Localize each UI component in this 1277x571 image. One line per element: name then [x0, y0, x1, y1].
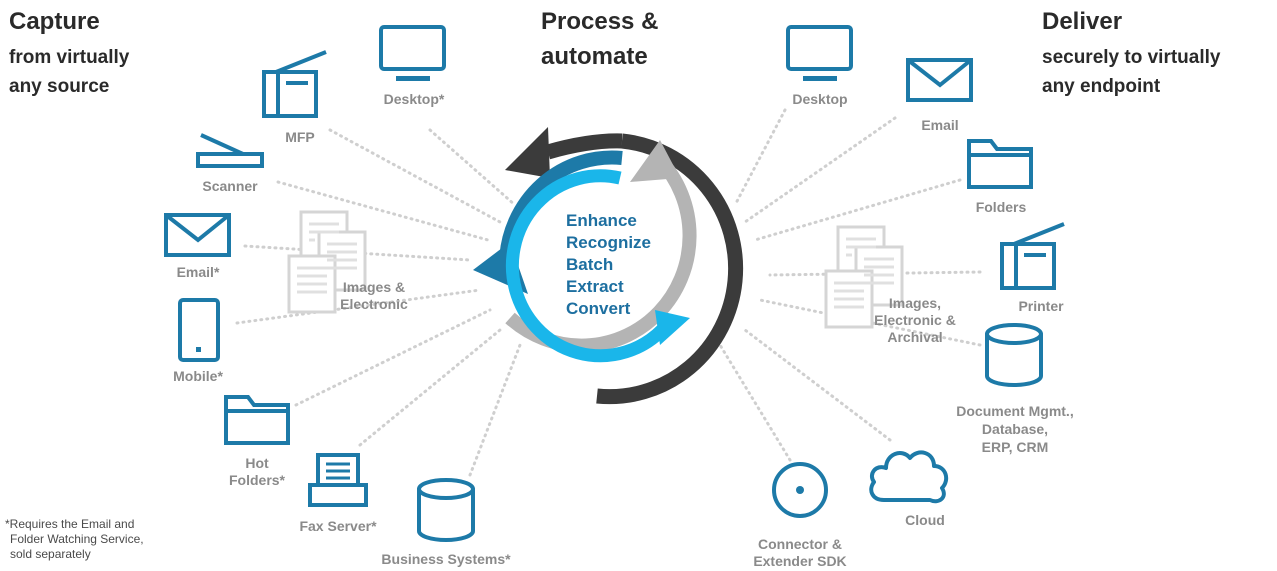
label-images-archival-line3: Archival	[887, 329, 943, 345]
label-images-electronic-line2: Electronic	[340, 296, 408, 312]
folder-icon	[967, 139, 1033, 189]
ring-blue	[499, 150, 623, 263]
label-email-deliver: Email	[921, 117, 959, 133]
center-item-recognize: Recognize	[566, 233, 652, 252]
database-icon	[985, 323, 1043, 387]
label-docmgmt-line3: ERP, CRM	[981, 439, 1049, 455]
label-docmgmt-line1: Document Mgmt.,	[956, 403, 1074, 419]
ring-light-blue	[505, 169, 667, 363]
scanner-icon	[196, 133, 264, 168]
connector-cloud	[743, 328, 892, 442]
fax-icon	[308, 453, 368, 507]
label-hot-folders-line2: Folders*	[228, 472, 285, 488]
label-fax-server: Fax Server*	[299, 518, 377, 534]
ring-dark-outer	[596, 133, 744, 405]
label-folders: Folders	[975, 199, 1027, 215]
label-images-archival-line1: Images,	[888, 295, 942, 311]
label-mfp: MFP	[285, 129, 315, 145]
deliver-title: Deliver	[1042, 8, 1123, 35]
label-hot-folders-line1: Hot	[245, 455, 269, 471]
arrow-head-light-blue	[655, 310, 690, 345]
label-scanner: Scanner	[202, 178, 258, 194]
center-item-convert: Convert	[566, 299, 631, 318]
capture-subtitle-line1: from virtually	[9, 47, 130, 68]
label-images-electronic-line1: Images &	[342, 279, 406, 295]
process-title-line2: automate	[541, 43, 648, 70]
connector-business	[468, 343, 522, 477]
center-item-enhance: Enhance	[566, 211, 637, 230]
documents-icon	[287, 210, 367, 314]
printer-icon	[1000, 222, 1065, 290]
label-images-archival-line2: Electronic &	[874, 312, 956, 328]
connector-email-right	[743, 116, 897, 224]
tablet-icon	[178, 298, 220, 362]
label-printer: Printer	[1018, 298, 1064, 314]
desktop-icon	[786, 25, 853, 81]
label-mobile: Mobile*	[173, 368, 223, 384]
capture-title: Capture	[9, 8, 100, 35]
footnote-line2: Folder Watching Service,	[10, 532, 144, 546]
label-docmgmt-line2: Database,	[981, 421, 1049, 437]
disc-icon	[772, 462, 828, 518]
footnote-line3: sold separately	[10, 547, 91, 561]
connector-scanner	[276, 180, 490, 242]
cloud-icon	[869, 450, 949, 504]
envelope-icon	[906, 58, 973, 102]
label-email-capture: Email*	[176, 264, 220, 280]
connector-folders	[753, 178, 962, 242]
connector-desktop-right	[733, 108, 787, 207]
connector-printer	[768, 270, 982, 277]
ring-dark-top	[545, 133, 623, 160]
label-desktop-deliver: Desktop	[792, 91, 848, 107]
connector-mobile	[235, 288, 482, 325]
footnote-line1: *Requires the Email and	[5, 517, 135, 531]
connector-desktop-left	[428, 128, 517, 207]
arrow-head-dark	[505, 127, 550, 178]
center-item-extract: Extract	[566, 277, 624, 296]
process-title-line1: Process &	[541, 8, 659, 35]
documents-icon	[824, 225, 904, 329]
label-desktop-capture: Desktop*	[383, 91, 445, 107]
label-cloud: Cloud	[905, 512, 945, 528]
capture-subtitle-line2: any source	[9, 76, 110, 97]
deliver-subtitle-line2: any endpoint	[1042, 76, 1161, 97]
desktop-icon	[379, 25, 446, 81]
label-sdk-line1: Connector &	[758, 536, 842, 552]
process-cycle	[473, 127, 744, 405]
printer-icon	[262, 50, 327, 118]
center-item-batch: Batch	[566, 255, 614, 274]
label-business-systems: Business Systems*	[381, 551, 511, 567]
connector-hot-folders	[294, 308, 492, 407]
database-icon	[417, 478, 475, 542]
connector-sdk	[718, 343, 792, 462]
connector-fax	[358, 328, 502, 447]
arrow-head-gray	[630, 140, 680, 182]
label-sdk-line2: Extender SDK	[753, 553, 847, 569]
dotted-connectors	[235, 108, 982, 477]
envelope-icon	[164, 213, 231, 257]
folder-icon	[224, 395, 290, 445]
connector-mfp	[328, 128, 502, 224]
deliver-subtitle-line1: securely to virtually	[1042, 47, 1221, 68]
connector-docmgmt	[758, 298, 982, 347]
